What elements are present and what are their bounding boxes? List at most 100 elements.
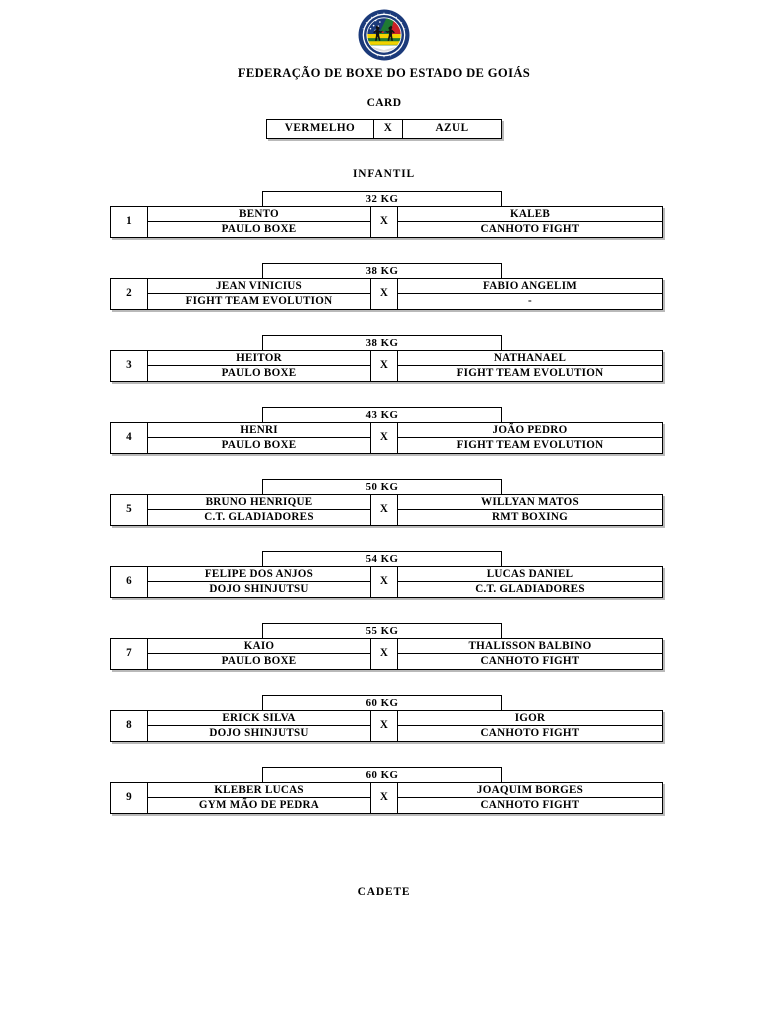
bout-versus: X	[370, 350, 398, 383]
blue-fighter-name: THALISSON BALBINO	[398, 639, 662, 655]
blue-corner-cell: IGOR CANHOTO FIGHT	[397, 710, 663, 743]
bout-table: 8 ERICK SILVA DOJO SHINJUTSU X IGOR CANH…	[110, 710, 663, 743]
blue-fighter-name: NATHANAEL	[398, 351, 662, 367]
bout-entry-3: 38 KG 3 HEITOR PAULO BOXE X NATHANAEL	[110, 335, 663, 383]
bout-number: 3	[110, 350, 148, 383]
blue-corner-stack: IGOR CANHOTO FIGHT	[398, 711, 662, 741]
bout-number: 9	[110, 782, 148, 815]
bout-weight-class: 54 KG	[262, 551, 502, 567]
red-fighter-name: HENRI	[148, 423, 370, 439]
red-corner-cell: KAIO PAULO BOXE	[147, 638, 371, 671]
red-corner-stack: FELIPE DOS ANJOS DOJO SHINJUTSU	[148, 567, 370, 597]
bout-row: 8 ERICK SILVA DOJO SHINJUTSU X IGOR CANH…	[110, 710, 663, 743]
red-fighter-gym: DOJO SHINJUTSU	[209, 727, 309, 740]
bout-versus: X	[370, 710, 398, 743]
blue-fighter-name: IGOR	[398, 711, 662, 727]
bout-versus: X	[370, 494, 398, 527]
bout-weight-class: 50 KG	[262, 479, 502, 495]
red-corner-cell: HENRI PAULO BOXE	[147, 422, 371, 455]
red-fighter-gym: FIGHT TEAM EVOLUTION	[185, 295, 333, 308]
bout-table: 3 HEITOR PAULO BOXE X NATHANAEL FIGHT TE…	[110, 350, 663, 383]
blue-fighter-gym: RMT BOXING	[492, 511, 568, 524]
blue-fighter-name: JOÃO PEDRO	[398, 423, 662, 439]
bout-table: 7 KAIO PAULO BOXE X THALISSON BALBINO CA…	[110, 638, 663, 671]
blue-corner-cell: JOAQUIM BORGES CANHOTO FIGHT	[397, 782, 663, 815]
bout-table: 2 JEAN VINICIUS FIGHT TEAM EVOLUTION X F…	[110, 278, 663, 311]
bout-table: 4 HENRI PAULO BOXE X JOÃO PEDRO FIGHT TE…	[110, 422, 663, 455]
bout-table: 6 FELIPE DOS ANJOS DOJO SHINJUTSU X LUCA…	[110, 566, 663, 599]
blue-corner-cell: JOÃO PEDRO FIGHT TEAM EVOLUTION	[397, 422, 663, 455]
bout-row: 9 KLEBER LUCAS GYM MÃO DE PEDRA X JOAQUI…	[110, 782, 663, 815]
red-corner-stack: BRUNO HENRIQUE C.T. GLADIADORES	[148, 495, 370, 525]
bout-row: 6 FELIPE DOS ANJOS DOJO SHINJUTSU X LUCA…	[110, 566, 663, 599]
legend-versus: X	[373, 119, 403, 140]
blue-fighter-gym: FIGHT TEAM EVOLUTION	[456, 439, 604, 452]
red-corner-cell: BENTO PAULO BOXE	[147, 206, 371, 239]
corner-legend-table: VERMELHO X AZUL	[266, 119, 502, 140]
blue-corner-stack: JOÃO PEDRO FIGHT TEAM EVOLUTION	[398, 423, 662, 453]
bout-row: 2 JEAN VINICIUS FIGHT TEAM EVOLUTION X F…	[110, 278, 663, 311]
blue-fighter-name: KALEB	[398, 207, 662, 223]
bout-versus: X	[370, 782, 398, 815]
bout-number: 2	[110, 278, 148, 311]
logo-container	[0, 0, 768, 61]
bout-versus: X	[370, 206, 398, 239]
blue-fighter-gym: CANHOTO FIGHT	[480, 799, 580, 812]
red-fighter-name: KLEBER LUCAS	[148, 783, 370, 799]
blue-fighter-gym: -	[528, 295, 532, 308]
blue-corner-stack: FABIO ANGELIM -	[398, 279, 662, 309]
blue-fighter-gym: CANHOTO FIGHT	[480, 655, 580, 668]
red-corner-stack: KAIO PAULO BOXE	[148, 639, 370, 669]
red-corner-stack: KLEBER LUCAS GYM MÃO DE PEDRA	[148, 783, 370, 813]
blue-corner-cell: LUCAS DANIEL C.T. GLADIADORES	[397, 566, 663, 599]
bout-weight-class: 32 KG	[262, 191, 502, 207]
bout-number: 8	[110, 710, 148, 743]
fbeg-federation-logo-icon	[358, 9, 410, 61]
category-heading-cadete: CADETE	[357, 886, 411, 899]
bout-entry-8: 60 KG 8 ERICK SILVA DOJO SHINJUTSU X IGO…	[110, 695, 663, 743]
red-fighter-name: BRUNO HENRIQUE	[148, 495, 370, 511]
red-corner-cell: KLEBER LUCAS GYM MÃO DE PEDRA	[147, 782, 371, 815]
bout-entry-7: 55 KG 7 KAIO PAULO BOXE X THALISSON BALB…	[110, 623, 663, 671]
red-corner-cell: BRUNO HENRIQUE C.T. GLADIADORES	[147, 494, 371, 527]
blue-fighter-name: WILLYAN MATOS	[398, 495, 662, 511]
blue-corner-stack: JOAQUIM BORGES CANHOTO FIGHT	[398, 783, 662, 813]
bout-weight-class: 38 KG	[262, 335, 502, 351]
bout-table: 1 BENTO PAULO BOXE X KALEB CANHOTO FIGHT	[110, 206, 663, 239]
red-corner-stack: JEAN VINICIUS FIGHT TEAM EVOLUTION	[148, 279, 370, 309]
blue-corner-stack: KALEB CANHOTO FIGHT	[398, 207, 662, 237]
blue-corner-cell: THALISSON BALBINO CANHOTO FIGHT	[397, 638, 663, 671]
bout-weight-class: 60 KG	[262, 767, 502, 783]
red-fighter-name: HEITOR	[148, 351, 370, 367]
blue-fighter-name: FABIO ANGELIM	[398, 279, 662, 295]
red-corner-stack: ERICK SILVA DOJO SHINJUTSU	[148, 711, 370, 741]
bout-entry-4: 43 KG 4 HENRI PAULO BOXE X JOÃO PEDRO	[110, 407, 663, 455]
blue-fighter-gym: C.T. GLADIADORES	[475, 583, 585, 596]
bout-table: 5 BRUNO HENRIQUE C.T. GLADIADORES X WILL…	[110, 494, 663, 527]
blue-fighter-gym: CANHOTO FIGHT	[480, 223, 580, 236]
blue-fighter-gym: FIGHT TEAM EVOLUTION	[456, 367, 604, 380]
bout-number: 7	[110, 638, 148, 671]
legend-row: VERMELHO X AZUL	[266, 119, 502, 140]
blue-corner-stack: WILLYAN MATOS RMT BOXING	[398, 495, 662, 525]
blue-corner-stack: NATHANAEL FIGHT TEAM EVOLUTION	[398, 351, 662, 381]
bout-versus: X	[370, 278, 398, 311]
bout-entry-5: 50 KG 5 BRUNO HENRIQUE C.T. GLADIADORES …	[110, 479, 663, 527]
blue-corner-cell: KALEB CANHOTO FIGHT	[397, 206, 663, 239]
bout-row: 5 BRUNO HENRIQUE C.T. GLADIADORES X WILL…	[110, 494, 663, 527]
federation-title: FEDERAÇÃO DE BOXE DO ESTADO DE GOIÁS	[237, 66, 531, 80]
red-corner-stack: HENRI PAULO BOXE	[148, 423, 370, 453]
bout-entry-6: 54 KG 6 FELIPE DOS ANJOS DOJO SHINJUTSU …	[110, 551, 663, 599]
bout-versus: X	[370, 638, 398, 671]
blue-corner-stack: LUCAS DANIEL C.T. GLADIADORES	[398, 567, 662, 597]
bout-row: 1 BENTO PAULO BOXE X KALEB CANHOTO FIGHT	[110, 206, 663, 239]
red-fighter-gym: DOJO SHINJUTSU	[209, 583, 309, 596]
bout-entry-2: 38 KG 2 JEAN VINICIUS FIGHT TEAM EVOLUTI…	[110, 263, 663, 311]
red-corner-cell: ERICK SILVA DOJO SHINJUTSU	[147, 710, 371, 743]
bout-weight-class: 38 KG	[262, 263, 502, 279]
bout-list: 32 KG 1 BENTO PAULO BOXE X KALEB	[0, 191, 768, 815]
bout-row: 4 HENRI PAULO BOXE X JOÃO PEDRO FIGHT TE…	[110, 422, 663, 455]
blue-fighter-gym: CANHOTO FIGHT	[480, 727, 580, 740]
red-fighter-name: KAIO	[148, 639, 370, 655]
